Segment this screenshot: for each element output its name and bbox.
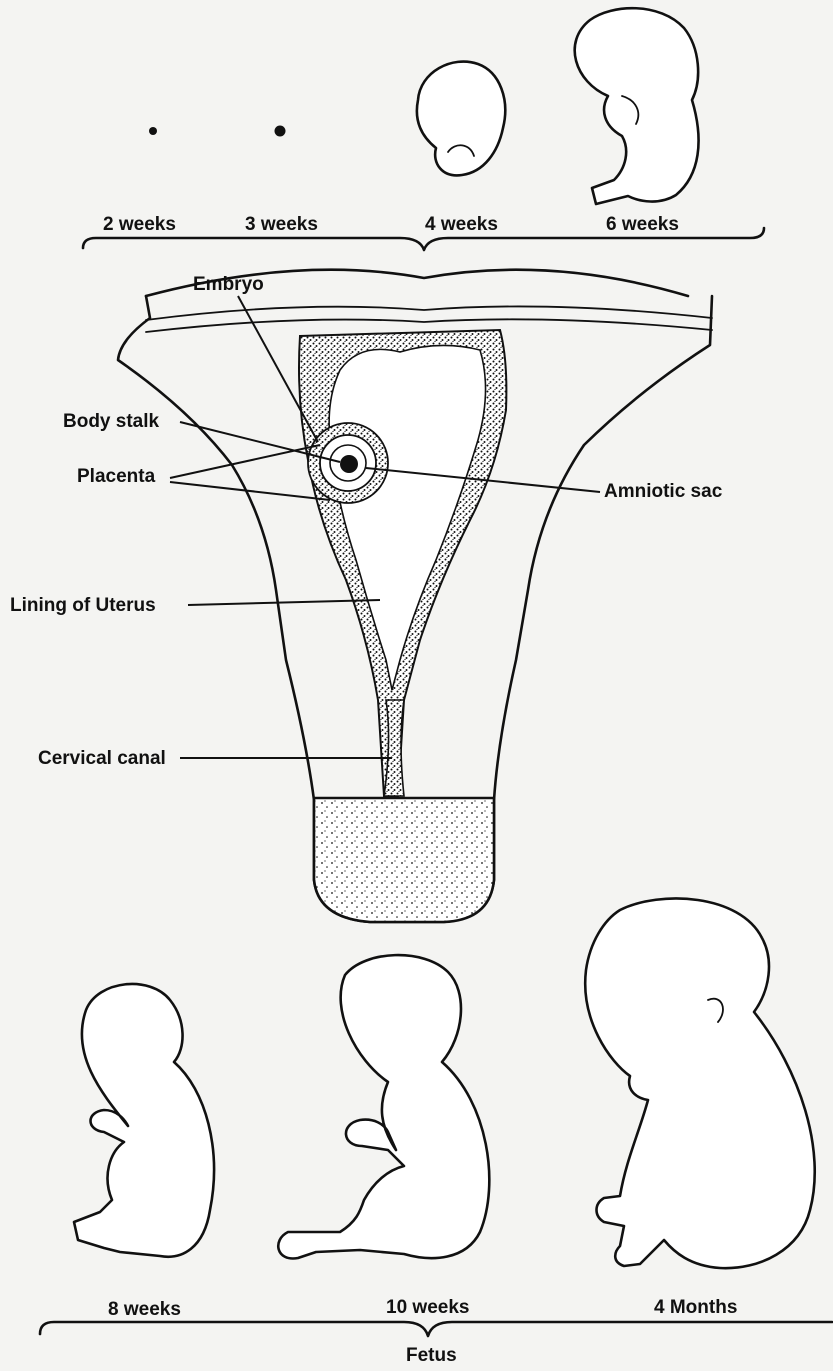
label-fetus: Fetus <box>406 1346 457 1365</box>
label-embryo: Embryo <box>193 275 264 294</box>
label-placenta: Placenta <box>77 467 155 486</box>
label-amniotic-sac: Amniotic sac <box>604 482 722 501</box>
embryo-2-weeks <box>149 127 157 135</box>
label-4-months: 4 Months <box>654 1298 737 1317</box>
uterus <box>118 270 712 922</box>
embryo-3-weeks <box>275 126 286 137</box>
fetus-stages <box>74 898 815 1268</box>
fetus-4-months <box>585 898 815 1268</box>
label-body-stalk: Body stalk <box>63 412 159 431</box>
implanted-embryo <box>308 423 388 503</box>
fetus-10-weeks <box>278 955 489 1258</box>
label-3-weeks: 3 weeks <box>245 215 318 234</box>
label-8-weeks: 8 weeks <box>108 1300 181 1319</box>
cervix <box>314 798 494 922</box>
label-lining-of-uterus: Lining of Uterus <box>10 596 156 615</box>
fetus-8-weeks <box>74 984 214 1257</box>
embryo-4-weeks <box>417 62 505 176</box>
label-2-weeks: 2 weeks <box>103 215 176 234</box>
label-10-weeks: 10 weeks <box>386 1298 469 1317</box>
fetus-brace <box>40 1322 832 1336</box>
label-4-weeks: 4 weeks <box>425 215 498 234</box>
embryo-stages <box>149 8 699 204</box>
label-cervical-canal: Cervical canal <box>38 749 166 768</box>
label-6-weeks: 6 weeks <box>606 215 679 234</box>
